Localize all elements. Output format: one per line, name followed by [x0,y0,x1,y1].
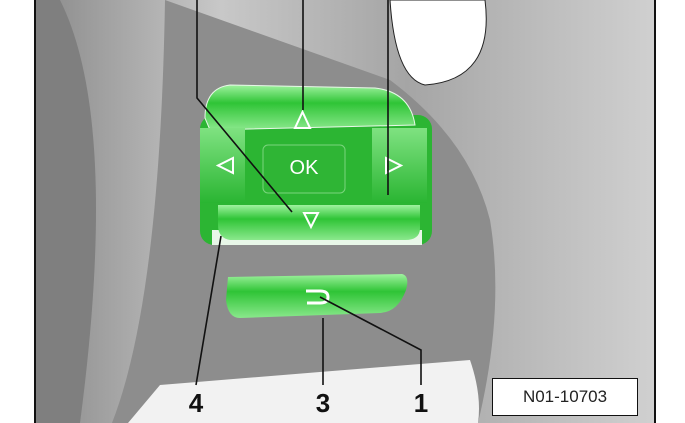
figure-id-label: N01-10703 [492,378,638,416]
left-button [200,128,245,203]
arrow-down-icon [302,212,320,230]
callout-3: 3 [315,388,331,418]
ok-button-label: OK [289,156,319,179]
callout-1: 1 [413,388,429,418]
spoke-opening [389,0,487,86]
ok-button [262,144,346,194]
wheel-rim [35,0,96,423]
arrow-up-icon [293,109,312,129]
up-button [204,84,416,131]
lower-spoke-face [128,360,479,423]
arrow-right-icon [385,156,404,175]
callout-4: 4 [188,388,204,418]
leader-lines [195,0,422,386]
back-button [226,274,408,318]
down-button [218,205,420,240]
back-return-icon [306,289,330,305]
arrow-left-icon [215,156,234,175]
